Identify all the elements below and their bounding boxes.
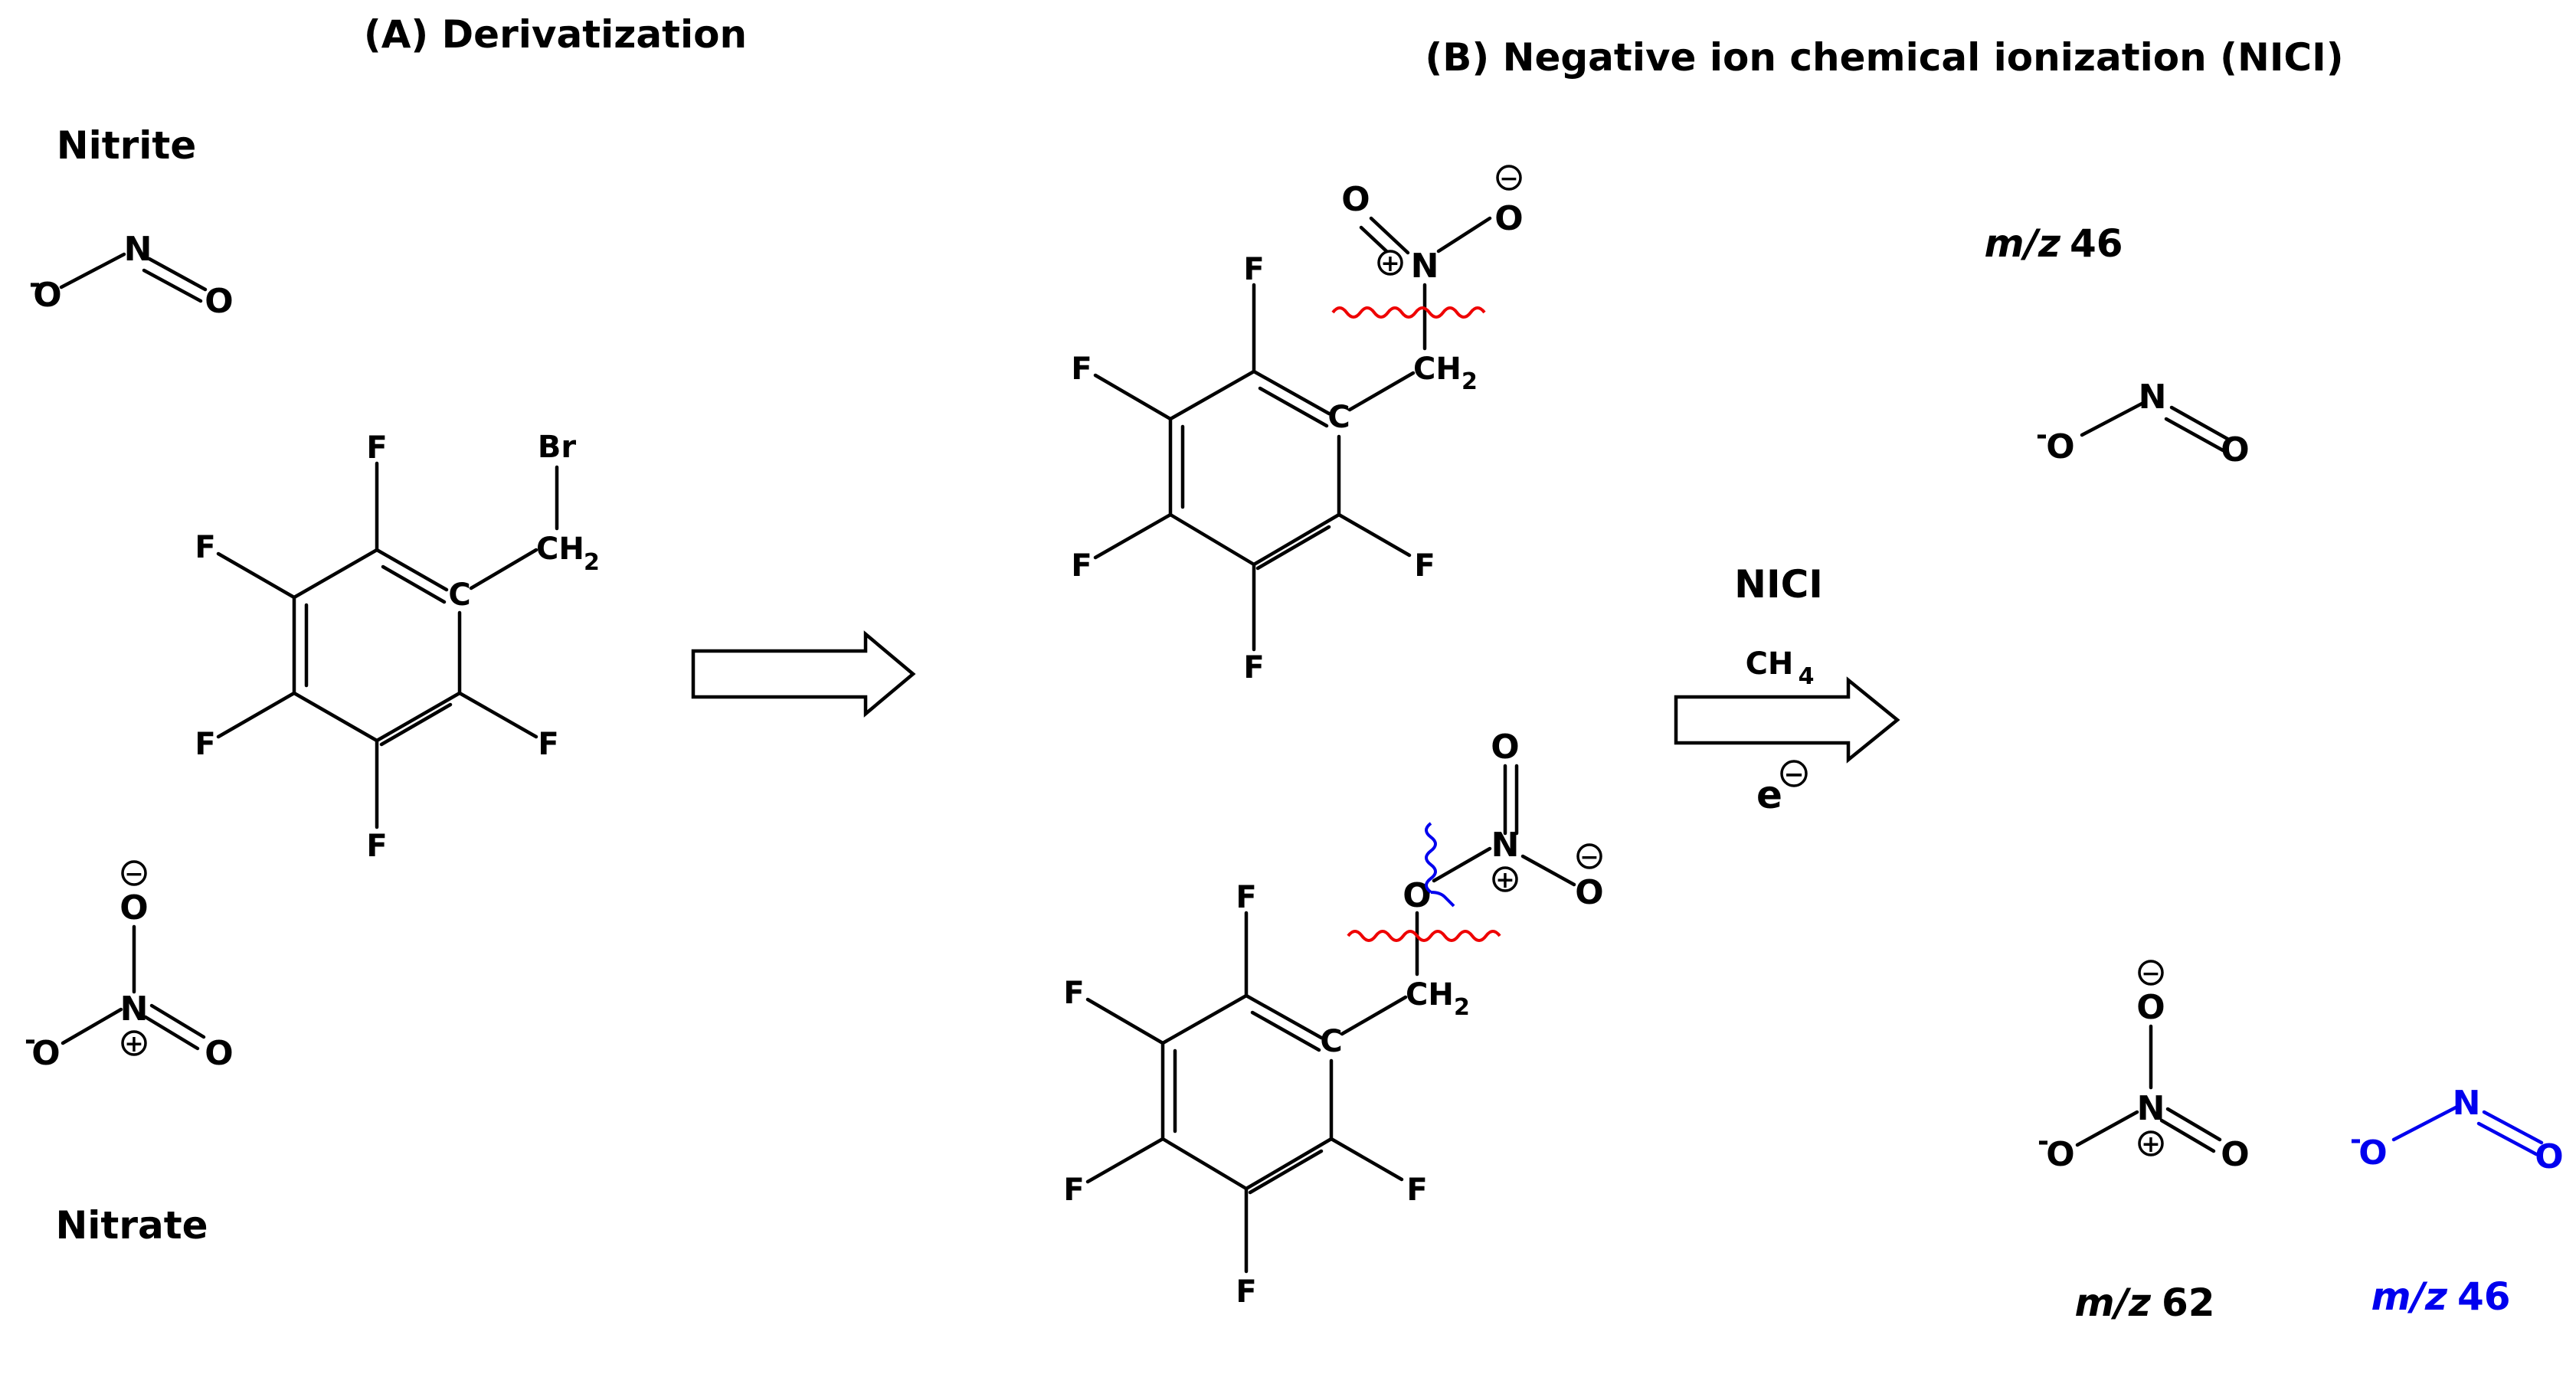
nitrate-label: Nitrate — [55, 1203, 208, 1248]
svg-text:O: O — [205, 1034, 233, 1073]
svg-text:O: O — [2046, 1135, 2074, 1174]
svg-text:O: O — [31, 1034, 60, 1073]
svg-text:N: N — [1411, 247, 1439, 286]
svg-text:O: O — [1494, 199, 1523, 238]
svg-text:N: N — [120, 990, 149, 1029]
svg-text:O: O — [2136, 988, 2165, 1027]
svg-text:-: - — [2350, 1124, 2362, 1156]
svg-text:N: N — [124, 230, 152, 269]
svg-text:F: F — [1414, 548, 1435, 584]
svg-text:CH: CH — [1413, 352, 1461, 387]
svg-text:O: O — [205, 282, 233, 321]
svg-text:F: F — [1406, 1173, 1427, 1208]
svg-text:F: F — [195, 727, 215, 762]
svg-text:F: F — [366, 829, 387, 864]
panel-b-title: (B) Negative ion chemical ionization (NI… — [1425, 35, 2343, 80]
svg-text:F: F — [1063, 976, 1084, 1011]
svg-text:F: F — [1243, 252, 1264, 287]
svg-text:N: N — [2139, 378, 2167, 417]
svg-text:−: − — [1579, 844, 1599, 871]
mz-label-nitrite: m/z 46 — [1985, 221, 2123, 266]
svg-text:F: F — [538, 727, 558, 762]
svg-text:−: − — [124, 861, 143, 888]
reagent-gas-label: CH — [1746, 646, 1794, 682]
svg-text:CH: CH — [1406, 977, 1454, 1012]
svg-text:F: F — [1071, 352, 1092, 387]
nitrate-product-structure: − + O N - O O — [2038, 960, 2250, 1174]
cleavage-wavy-red-bottom — [1347, 930, 1501, 942]
electron-charge: − — [1784, 760, 1805, 789]
svg-text:O: O — [2046, 427, 2074, 466]
svg-text:F: F — [1236, 1274, 1256, 1310]
svg-text:Br: Br — [538, 430, 576, 465]
svg-text:O: O — [1575, 873, 1603, 912]
svg-text:F: F — [1071, 548, 1092, 584]
nitrite-label: Nitrite — [57, 123, 197, 168]
svg-text:O: O — [1491, 728, 1519, 767]
svg-text:46: 46 — [2070, 221, 2123, 266]
svg-text:+: + — [2141, 1131, 2160, 1158]
cleavage-wavy-blue — [1425, 822, 1455, 908]
nici-label: NICI — [1734, 562, 1823, 607]
nitrate-structure-a: − + O N - O O — [25, 860, 234, 1073]
svg-text:-: - — [25, 1025, 36, 1056]
pfb-bromide-structure: C F F F F F CH 2 Br — [195, 430, 600, 864]
panel-a-title: (A) Derivatization — [364, 12, 747, 57]
svg-text:+: + — [1495, 867, 1514, 894]
svg-text:O: O — [2535, 1137, 2563, 1176]
pfb-nitrate-structure: C F F F F F CH 2 O N O O + − — [1063, 728, 1603, 1310]
svg-text:O: O — [2221, 430, 2249, 469]
svg-text:C: C — [1327, 400, 1350, 435]
pfb-nitro-structure: C F F F F F CH 2 N O O + − — [1071, 165, 1524, 685]
svg-text:O: O — [33, 276, 61, 315]
svg-text:+: + — [124, 1031, 143, 1058]
svg-text:−: − — [2141, 960, 2160, 987]
svg-text:2: 2 — [584, 549, 600, 576]
svg-text:−: − — [1499, 165, 1518, 192]
svg-text:N: N — [2453, 1084, 2481, 1123]
nitrite-structure-a: - O N O — [29, 230, 234, 321]
svg-text:2: 2 — [1461, 368, 1478, 395]
svg-text:F: F — [1063, 1173, 1084, 1208]
reagent-gas-subscript: 4 — [1799, 663, 1815, 690]
svg-text:F: F — [366, 430, 387, 466]
svg-text:m/z: m/z — [2075, 1281, 2152, 1325]
svg-text:C: C — [448, 577, 470, 613]
svg-text:F: F — [1236, 880, 1256, 915]
svg-text:O: O — [2221, 1135, 2249, 1174]
nitrite-fragment-structure: - O N O — [2350, 1084, 2564, 1176]
cleavage-wavy-red-top — [1331, 306, 1486, 319]
svg-text:2: 2 — [1454, 994, 1470, 1021]
svg-text:+: + — [1380, 250, 1399, 277]
svg-text:N: N — [1491, 826, 1520, 865]
svg-text:-: - — [2038, 1126, 2049, 1157]
mz-label-nitrate: m/z 62 — [2075, 1281, 2215, 1325]
svg-text:F: F — [1243, 650, 1264, 685]
svg-text:m/z: m/z — [1985, 221, 2061, 266]
mz-label-nitrite-fragment: m/z 46 — [2371, 1274, 2511, 1319]
svg-text:46: 46 — [2457, 1274, 2511, 1319]
svg-text:-: - — [29, 268, 41, 299]
svg-text:CH: CH — [536, 532, 584, 567]
svg-text:O: O — [119, 888, 148, 927]
nici-arrow — [1674, 676, 1900, 764]
svg-text:C: C — [1320, 1024, 1342, 1059]
svg-text:O: O — [2358, 1133, 2387, 1173]
svg-text:62: 62 — [2162, 1281, 2215, 1325]
derivatization-arrow — [691, 630, 916, 718]
svg-text:-: - — [2036, 420, 2047, 451]
nitrite-product-structure: - O N O — [2036, 378, 2250, 469]
electron-label: e — [1756, 773, 1782, 817]
svg-text:m/z: m/z — [2371, 1274, 2448, 1319]
svg-text:N: N — [2137, 1089, 2165, 1128]
svg-text:F: F — [195, 530, 215, 565]
svg-text:O: O — [1341, 180, 1370, 219]
